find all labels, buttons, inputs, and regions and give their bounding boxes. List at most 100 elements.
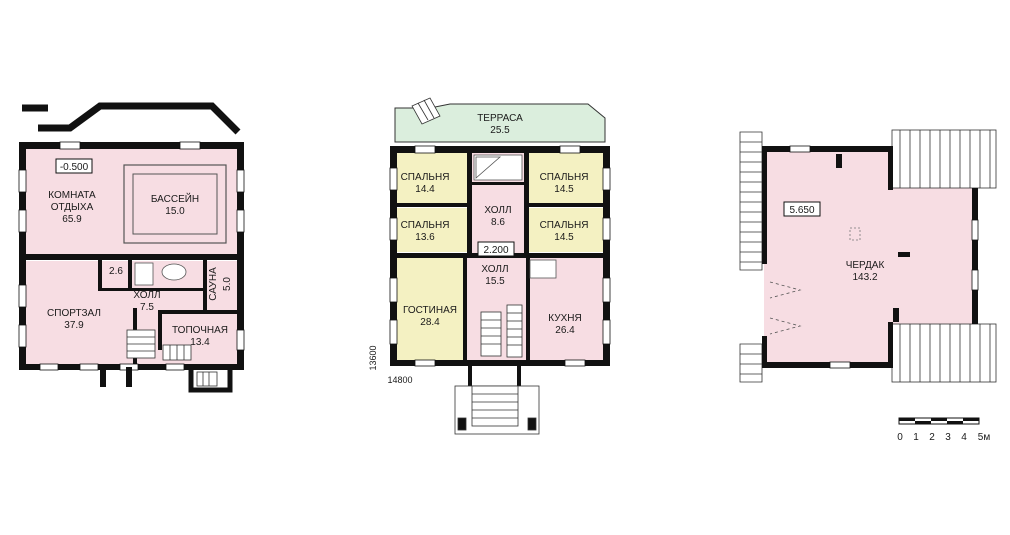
scale-label: 0 <box>897 432 903 443</box>
wall <box>98 258 102 290</box>
bed4-name: СПАЛЬНЯ <box>540 220 589 231</box>
bed2-fill <box>528 153 603 205</box>
tub-icon <box>161 263 187 281</box>
wall <box>390 146 397 366</box>
wall <box>19 142 244 149</box>
window <box>389 217 398 241</box>
wall <box>888 322 893 368</box>
bed2-area: 14.5 <box>554 184 574 195</box>
bed4-fill <box>528 208 603 252</box>
window <box>789 145 811 153</box>
window <box>389 319 398 345</box>
window <box>18 209 27 233</box>
terrace-fill <box>394 103 606 143</box>
wc <box>529 259 557 279</box>
hall-area: 7.5 <box>140 302 154 313</box>
window <box>18 169 27 193</box>
pool-area: 15.0 <box>165 206 185 217</box>
wall <box>98 288 206 291</box>
bed4-area: 14.5 <box>554 232 574 243</box>
wall <box>158 310 162 350</box>
wall <box>762 362 890 368</box>
hall-small-area: 8.6 <box>491 217 505 228</box>
wall <box>762 146 890 152</box>
vent <box>893 308 899 322</box>
scale-label: 3 <box>945 432 951 443</box>
wall <box>468 366 472 386</box>
bed1-name: СПАЛЬНЯ <box>401 172 450 183</box>
window <box>414 145 436 154</box>
basement-level: -0.500 <box>60 162 89 173</box>
wall <box>390 146 610 153</box>
basement-plan: -0.500 КОМНАТА ОТДЫХА 65.9 БАССЕЙН 15.0 … <box>18 102 245 393</box>
rest-name-2: ОТДЫХА <box>51 202 94 213</box>
entry-wall <box>188 367 233 393</box>
window <box>602 277 611 303</box>
wall <box>972 188 978 324</box>
window <box>564 359 586 367</box>
pool-name: БАССЕЙН <box>151 192 199 205</box>
gym-name: СПОРТЗАЛ <box>47 308 101 319</box>
stairs <box>480 304 523 358</box>
retaining-wall <box>22 102 241 135</box>
wall <box>394 203 470 207</box>
window <box>602 167 611 191</box>
attic-area: 143.2 <box>852 272 877 283</box>
terrace-name: ТЕРРАСА <box>477 113 523 124</box>
pool-outline <box>123 164 227 244</box>
boiler-name: ТОПОЧНАЯ <box>172 325 228 336</box>
bed3-fill <box>396 208 468 252</box>
tub-icon <box>475 156 502 179</box>
porch-stairs <box>454 385 540 435</box>
vent <box>836 154 842 168</box>
window <box>602 319 611 345</box>
window <box>236 329 245 351</box>
pool-inner <box>132 173 218 235</box>
hall-name: ХОЛЛ <box>133 290 160 301</box>
wall <box>517 366 521 386</box>
living-fill <box>396 258 464 360</box>
terrace-area: 25.5 <box>490 125 510 136</box>
kitchen-name: КУХНЯ <box>548 313 581 324</box>
window <box>18 284 27 308</box>
window <box>414 359 436 367</box>
window <box>59 141 81 150</box>
window <box>165 363 185 371</box>
window <box>602 217 611 241</box>
wall <box>203 258 207 314</box>
rest-name-1: КОМНАТА <box>48 190 96 201</box>
terrace-stairs <box>411 97 441 125</box>
window <box>559 145 581 154</box>
attic-level: 5.650 <box>789 205 814 216</box>
scale-bar: 0 1 2 3 4 5м <box>897 417 990 443</box>
hall-name: ХОЛЛ <box>481 264 508 275</box>
boiler-area: 13.4 <box>190 337 210 348</box>
window <box>179 141 201 150</box>
attic-plan: 5.650 ЧЕРДАК 143.2 <box>739 129 997 383</box>
hall-area: 15.5 <box>485 276 505 287</box>
level-box <box>55 158 93 174</box>
room-sauna-fill <box>206 261 238 311</box>
wall <box>158 310 240 314</box>
window <box>971 219 979 241</box>
ground-floor-plan: 2.200 ТЕРРАСА 25.5 СПАЛЬНЯ 14.4 СПАЛЬНЯ … <box>368 97 611 435</box>
wall <box>463 256 467 362</box>
window <box>236 169 245 193</box>
chimney-icon <box>898 252 910 257</box>
scale-label: 1 <box>913 432 919 443</box>
bath-area: 2.6 <box>109 266 123 277</box>
attic-name: ЧЕРДАК <box>846 260 885 271</box>
roof-lines <box>769 281 802 335</box>
ground-level: 2.200 <box>483 245 508 256</box>
bed3-area: 13.6 <box>415 232 435 243</box>
gym-area: 37.9 <box>64 320 84 331</box>
wall <box>100 367 106 387</box>
wall <box>472 182 524 185</box>
wall <box>524 203 606 207</box>
bed3-name: СПАЛЬНЯ <box>401 220 450 231</box>
bed2-name: СПАЛЬНЯ <box>540 172 589 183</box>
wall <box>888 146 893 190</box>
sauna-name: САУНА <box>208 267 219 301</box>
stairs <box>126 329 192 361</box>
